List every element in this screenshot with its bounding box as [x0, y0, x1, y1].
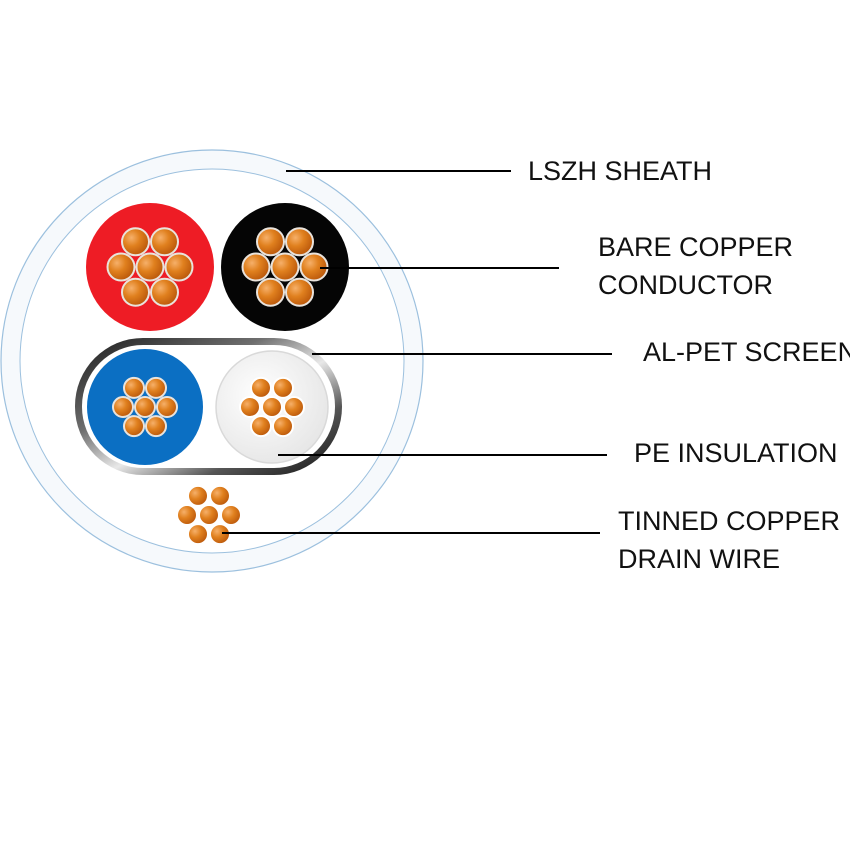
copper-strand — [250, 415, 272, 438]
copper-strand — [256, 277, 285, 307]
copper-conductor — [241, 227, 329, 307]
screen-label-text: AL-PET SCREEN — [643, 337, 850, 367]
copper-strand — [272, 376, 294, 399]
drain-wire-strands — [176, 484, 242, 546]
copper-strand — [220, 504, 242, 526]
copper-strand — [106, 252, 136, 282]
copper-strand — [150, 277, 179, 307]
conductor-label-line-2: CONDUCTOR — [598, 270, 773, 300]
copper-conductor — [106, 227, 194, 307]
drain-label: TINNED COPPER DRAIN WIRE — [618, 502, 840, 578]
copper-strand — [250, 376, 272, 399]
copper-strand — [134, 396, 156, 418]
screen-label: AL-PET SCREEN — [643, 333, 850, 371]
copper-strand — [187, 523, 209, 546]
copper-strand — [145, 376, 167, 399]
copper-strand — [198, 504, 220, 526]
copper-strand — [209, 484, 231, 507]
copper-strand — [187, 484, 209, 507]
copper-strand — [285, 277, 314, 307]
copper-strand — [121, 227, 150, 257]
copper-strand — [150, 227, 179, 257]
sheath-label: LSZH SHEATH — [528, 152, 712, 190]
copper-strand — [121, 277, 150, 307]
blue-insulated-core — [87, 349, 203, 465]
copper-strand — [145, 415, 167, 438]
copper-strand — [176, 504, 198, 526]
drain-label-line-1: TINNED COPPER — [618, 506, 841, 536]
copper-strand — [209, 523, 231, 546]
white-insulated-core — [215, 350, 329, 464]
copper-strand — [156, 396, 178, 418]
copper-strand — [123, 376, 145, 399]
copper-strand — [270, 252, 300, 282]
insulation-label: PE INSULATION — [634, 434, 838, 472]
copper-strand — [256, 227, 285, 257]
black-insulated-core — [221, 203, 349, 331]
drain-wire-conductor — [176, 484, 242, 546]
copper-strand — [112, 396, 134, 418]
copper-strand — [285, 227, 314, 257]
insulation-label-text: PE INSULATION — [634, 438, 838, 468]
drain-label-line-2: DRAIN WIRE — [618, 544, 780, 574]
copper-strand — [164, 252, 194, 282]
copper-strand — [241, 252, 271, 282]
copper-strand — [239, 396, 261, 418]
copper-strand — [135, 252, 165, 282]
copper-strand — [272, 415, 294, 438]
copper-strand — [283, 396, 305, 418]
copper-conductor — [112, 376, 178, 438]
copper-conductor — [239, 376, 305, 438]
copper-strand — [261, 396, 283, 418]
conductor-label: BARE COPPER CONDUCTOR — [598, 228, 793, 304]
red-insulated-core — [86, 203, 214, 331]
sheath-label-text: LSZH SHEATH — [528, 156, 713, 186]
copper-strand — [123, 415, 145, 438]
leader-lines — [222, 170, 612, 534]
conductor-label-line-1: BARE COPPER — [598, 232, 794, 262]
